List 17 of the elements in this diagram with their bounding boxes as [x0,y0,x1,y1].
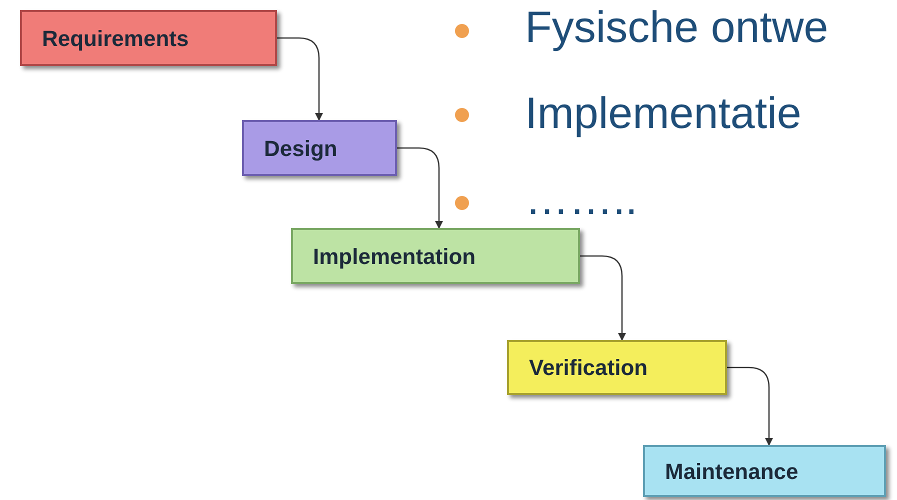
arrow [277,37,323,121]
process-box [20,10,277,66]
bullet-text: Implementatie [525,88,802,140]
arrow [727,366,773,446]
step-label: Design [264,134,338,163]
process-box [507,340,727,395]
step-label: Implementation [313,242,476,271]
process-box [291,228,580,284]
arrow [580,255,626,341]
bullet-text: Fysische ontwe [525,2,828,54]
process-box [242,120,397,176]
bullet-text: …….. [525,174,638,226]
arrow [397,147,443,229]
process-box [643,445,886,497]
step-label: Verification [529,354,648,382]
step-label: Maintenance [665,458,798,486]
step-label: Requirements [42,24,189,53]
